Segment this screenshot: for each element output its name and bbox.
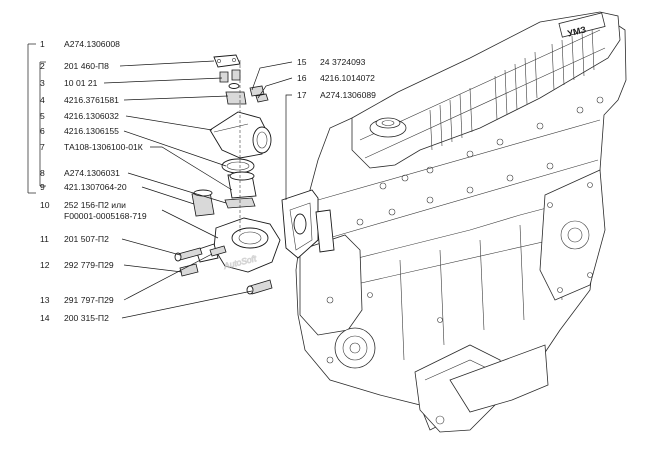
callout-code: ТА108-1306100-01К	[64, 142, 143, 152]
callout-row: 9 421.1307064-20	[40, 182, 195, 205]
callout-number: 3	[40, 78, 45, 88]
callout-code-alt: F00001-0005168-719	[64, 211, 147, 221]
cover-logo: УМЗ	[566, 24, 587, 38]
callout-code: 24 3724093	[320, 57, 366, 67]
callout-code: 200 315-П2	[64, 313, 109, 323]
callout-code: А274.1306008	[64, 39, 120, 49]
callout-code: 4216.1014072	[320, 73, 375, 83]
engine-block-drawing: УМЗ	[295, 11, 627, 433]
callout-group-bracket	[27, 43, 46, 194]
callout-number: 10	[40, 200, 50, 210]
callout-row: 14 200 315-П2	[40, 290, 253, 323]
callout-row: 5 4216.1306032	[40, 111, 213, 131]
callout-number: 6	[40, 126, 45, 136]
callout-code: 4216.3761581	[64, 95, 119, 105]
callout-row: 15 24 3724093	[251, 57, 366, 91]
callout-row: 1 А274.1306008	[40, 39, 120, 49]
callout-code: 201 507-П2	[64, 234, 109, 244]
callout-number: 13	[40, 295, 50, 305]
callout-number: 16	[297, 73, 307, 83]
callout-code: 4216.1306032	[64, 111, 119, 121]
callout-number: 8	[40, 168, 45, 178]
callout-code: 421.1307064-20	[64, 182, 127, 192]
callout-row: 8 А274.1306031	[40, 168, 227, 204]
callout-row: 12 292 779-П29	[40, 260, 183, 273]
callout-code: 201 460-П8	[64, 61, 109, 71]
callout-number: 7	[40, 142, 45, 152]
callout-number: 2	[40, 61, 45, 71]
callout-row: 11 201 507-П2	[40, 234, 181, 256]
callout-number: 1	[40, 39, 45, 49]
callout-number: 14	[40, 313, 50, 323]
callout-row: 3 10 01 21	[40, 77, 223, 88]
callout-row: 16 4216.1014072	[257, 73, 375, 99]
callout-code: 292 779-П29	[64, 260, 114, 270]
callout-number: 9	[40, 182, 45, 192]
callout-code: 291 797-П29	[64, 295, 114, 305]
callout-number: 12	[40, 260, 50, 270]
callout-number: 4	[40, 95, 45, 105]
callout-number: 11	[40, 234, 49, 244]
callout-code: А274.1306031	[64, 168, 120, 178]
callout-row: 10 252 156-П2 или F00001-0005168-719	[40, 200, 219, 239]
callout-row: 17 А274.1306089	[285, 90, 376, 200]
callout-number: 5	[40, 111, 45, 121]
callout-row: 6 4216.1306155	[40, 126, 227, 167]
callout-row: 13 291 797-П29	[40, 253, 213, 305]
callout-code: 252 156-П2 или	[64, 200, 126, 210]
callout-row: 2 201 460-П8	[40, 60, 215, 71]
callout-code: А274.1306089	[320, 90, 376, 100]
callout-number: 15	[297, 57, 307, 67]
callout-code: 10 01 21	[64, 78, 98, 88]
callout-row: 4 4216.3761581	[40, 95, 229, 105]
callout-code: 4216.1306155	[64, 126, 119, 136]
callout-number: 17	[297, 90, 307, 100]
callout-row: 7 ТА108-1306100-01К	[40, 142, 233, 191]
